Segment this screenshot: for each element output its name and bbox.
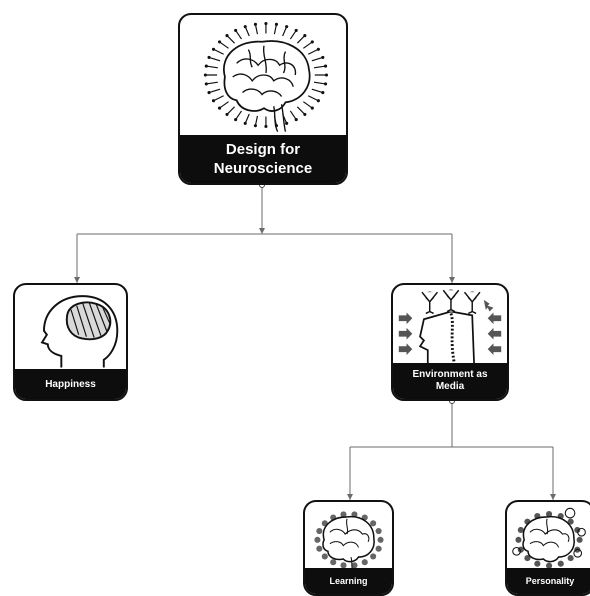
node-label: Environment as Media xyxy=(393,363,507,399)
brain-radiating-icon xyxy=(180,15,346,135)
learning-label-text: Learning xyxy=(329,576,368,586)
brain-with-symbols-icon xyxy=(507,502,590,572)
personality-label-text: Personality xyxy=(525,576,575,586)
node-label: Happiness xyxy=(15,369,126,399)
node-learning[interactable]: Learning xyxy=(303,500,394,596)
environment-label-text: Environment as Media xyxy=(412,369,488,392)
node-personality[interactable]: Personality xyxy=(505,500,590,596)
node-happiness[interactable]: Happiness xyxy=(13,283,128,401)
brain-with-spikes-icon xyxy=(305,502,392,572)
root-label-text: Design for Neuroscience xyxy=(213,141,313,177)
happiness-label-text: Happiness xyxy=(45,378,96,390)
head-profile-brain-icon xyxy=(15,285,126,369)
node-environment-as-media[interactable]: Environment as Media xyxy=(391,283,509,401)
node-design-for-neuroscience[interactable]: Design for Neuroscience xyxy=(178,13,348,185)
head-with-figures-icon xyxy=(393,285,507,367)
node-label: Personality xyxy=(507,568,590,594)
node-label: Learning xyxy=(305,568,392,594)
node-label: Design for Neuroscience xyxy=(180,135,346,183)
